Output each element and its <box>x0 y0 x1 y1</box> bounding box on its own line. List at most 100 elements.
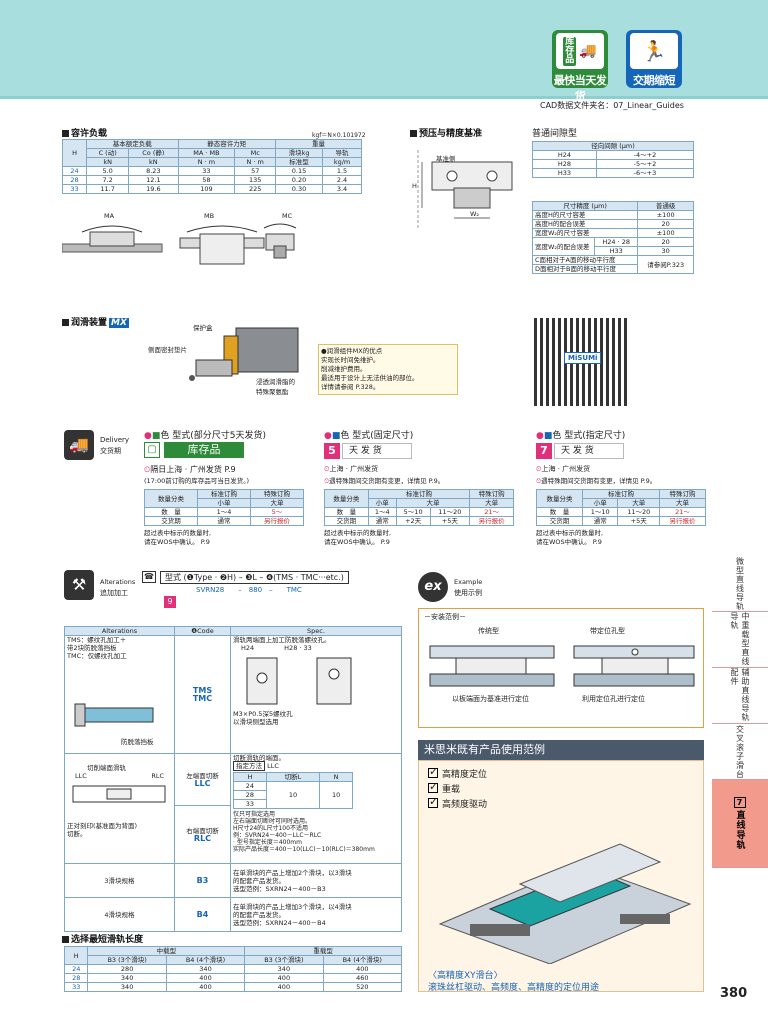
cell: 标准订购 <box>581 489 661 499</box>
cell: 通常 <box>581 516 619 526</box>
cell: 460 <box>322 973 403 983</box>
clock-icon: ⏲ <box>536 465 542 473</box>
cell: 10 <box>319 781 353 809</box>
usage-item-label: 高精度定位 <box>442 770 488 780</box>
cell: 数 量 <box>324 507 369 517</box>
mx-badge: MX <box>109 318 129 328</box>
cell: H33 <box>593 246 639 256</box>
foot-line: 请在WOS中确认。 <box>144 538 199 546</box>
color-square-blue: ■ <box>543 431 553 441</box>
motor-icon <box>470 924 530 936</box>
usage-title: 米思米既有产品使用范例 <box>418 740 704 760</box>
qr-code-icon[interactable] <box>534 318 628 406</box>
spec-line: 在单滑块的产品上增加2个滑块，以3滑块 <box>233 868 352 877</box>
base-shape <box>573 673 695 687</box>
cell: 小单 <box>367 498 397 508</box>
sidebar-item-cross-roller[interactable]: 交叉滚子滑台 <box>712 724 768 780</box>
bolt-icon <box>189 375 195 381</box>
cell: 大单 <box>469 498 514 508</box>
install-diagram <box>429 645 695 687</box>
spec-h: H28 · 33 <box>284 644 312 652</box>
stock-badge-label: 最快当天发货 <box>553 74 607 103</box>
spec-line: 在单滑块的产品上增加3个滑块，以4滑块 <box>233 902 352 911</box>
cell: 高度H的配合误差 <box>531 219 639 229</box>
cell: B3 <box>174 863 231 898</box>
rail-shape <box>199 233 245 265</box>
cut-rail-diagram <box>72 785 166 803</box>
cell: 28 <box>63 973 89 983</box>
cell: -6～+3 <box>595 168 695 178</box>
felt-label-2: 特殊聚氨酯 <box>256 388 289 396</box>
note-line: ●润滑组件MX的优点 <box>321 347 383 355</box>
col1-note: (17:00前订购的库存品可当日发货。) <box>144 477 250 485</box>
table-row: 宽度W₂的配合误差 H24 · 28 20 <box>532 237 694 256</box>
sidebar-item-accessory[interactable]: 辅助直线导轨配件 <box>712 668 768 724</box>
usage-caption-2: 滚珠丝杠驱动、高频度、高精度的定位用途 <box>428 983 600 993</box>
motor-icon <box>620 914 670 924</box>
accuracy-head: 尺寸精度 (μm) <box>531 201 639 211</box>
col-weight: 重量 <box>275 139 362 149</box>
cell: 400 <box>244 982 324 992</box>
cell: 切断L <box>265 772 321 782</box>
spec-line: LLC <box>267 762 279 770</box>
preload-diagram <box>417 150 513 228</box>
cell: ±100 <box>637 228 694 238</box>
cell: 12.1 <box>128 175 179 185</box>
cell: 400 <box>244 973 324 983</box>
preload-section-title: 预压与精度基准 <box>410 126 482 139</box>
cell: 大单 <box>659 498 706 508</box>
sidebar-active-num: 7 <box>733 797 747 808</box>
plate-label: 防脱落挡板 <box>121 738 154 746</box>
note-line: 例：SVRN24－400－LLC－RLC <box>233 832 322 839</box>
positioning-hole-label: 带定位孔型 <box>590 627 625 635</box>
block-shape <box>601 657 669 675</box>
cell: 520 <box>322 982 403 992</box>
table-row: 宽度W₂的尺寸容差±100 <box>531 228 694 238</box>
page-number: 380 <box>720 986 748 1001</box>
cell: 3.4 <box>322 184 362 194</box>
unit: N · m <box>234 157 277 167</box>
cell: 7.2 <box>86 175 130 185</box>
usage-caption-1: 〈高精度XY滑台〉 <box>428 971 503 981</box>
order-formula: 型式 (❶Type · ❷H) – ❸L – ❹(TMS · TMC···etc… <box>160 571 349 584</box>
fax-icon: ☎ <box>142 571 156 583</box>
sidebar-item-linear-guide[interactable]: 7 直线导轨 <box>712 780 768 868</box>
cell: B4 <box>174 897 231 932</box>
shortest-table: H 中载型 重载型 B3 (3个滑块) B4 (4个滑块) B3 (3个滑块) … <box>63 946 403 992</box>
usage-item: 高精度定位 <box>428 765 488 780</box>
cell: 400 <box>165 982 246 992</box>
shortest-section-title: 选择最短滑轨长度 <box>62 932 143 945</box>
days-label: 天 发 货 <box>342 443 412 459</box>
cell: 标准订购 <box>367 489 471 499</box>
sidebar-item-heavy[interactable]: 中重载型直线导轨 <box>712 612 768 668</box>
cell: 宽度W₂的尺寸容差 <box>531 228 639 238</box>
order-example: SVRN28 – 880 – TMC <box>196 586 302 594</box>
cell: TMS：螺纹孔加工＋ 带2块防脱落挡板 TMC：仅螺纹孔加工 防脱落挡板 <box>64 635 175 754</box>
cell: N <box>319 772 353 782</box>
cell: -4～+2 <box>595 150 695 160</box>
cell: 通常 <box>197 516 251 526</box>
cell: 数 量 <box>536 507 583 517</box>
cell: 340 <box>165 964 246 974</box>
base-shape <box>429 673 555 687</box>
delivery-title: Delivery <box>100 436 130 444</box>
grade-head: 普通级 <box>637 201 694 211</box>
cell: 另行报价 <box>659 516 706 526</box>
foot-line: 请在WOS中确认。 <box>324 538 379 546</box>
cell: 340 <box>87 973 167 983</box>
spec-box: 指定方法 <box>233 761 265 771</box>
delivery-col1-head: ●■色 型式(部分尺寸5天发货) <box>144 428 266 441</box>
cell: +5天 <box>429 516 471 526</box>
sidebar-item-micro[interactable]: 微型直线导轨 <box>712 556 768 612</box>
cell: 135 <box>234 175 277 185</box>
code-label: 右端面切断 <box>186 826 219 835</box>
cell: 24 <box>61 166 88 176</box>
code: LLC <box>194 778 211 788</box>
cell: 特殊订购 <box>250 489 304 499</box>
line: 切断。 <box>67 830 87 838</box>
color-square-green: ■ <box>151 431 161 441</box>
